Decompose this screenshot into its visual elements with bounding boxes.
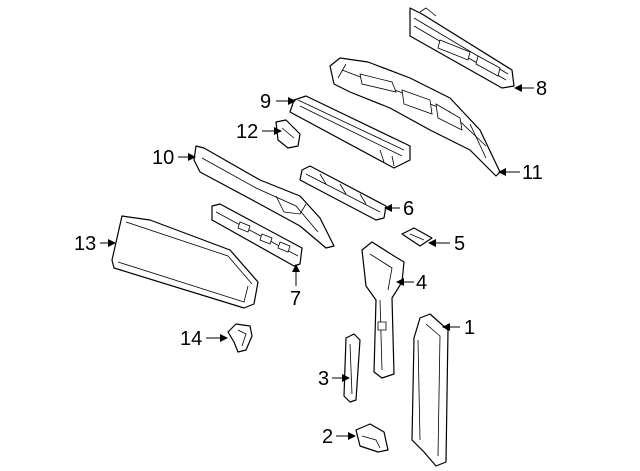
callout-1: 1 xyxy=(464,317,475,339)
callout-3: 3 xyxy=(318,368,329,390)
callout-8: 8 xyxy=(536,78,547,100)
part-7-inner-rail xyxy=(211,203,303,267)
part-4-pillar xyxy=(361,241,405,379)
callout-7: 7 xyxy=(290,288,301,310)
part-2-clip xyxy=(355,423,389,453)
callout-14: 14 xyxy=(180,328,202,350)
part-8-rear-panel xyxy=(409,7,515,89)
part-3-strip xyxy=(343,333,361,403)
callout-9: 9 xyxy=(260,91,271,113)
part-11-package-tray xyxy=(329,57,501,177)
callout-12: 12 xyxy=(236,121,258,143)
part-13-side-panel xyxy=(111,215,259,309)
part-6-reinforcement xyxy=(299,165,387,221)
callout-6: 6 xyxy=(403,198,414,220)
part-5-plate xyxy=(401,227,433,247)
part-9-cross-member xyxy=(289,95,411,169)
callout-5: 5 xyxy=(454,233,465,255)
callout-4: 4 xyxy=(416,272,427,294)
callout-11: 11 xyxy=(522,162,543,184)
callout-2: 2 xyxy=(322,426,333,448)
callout-leaders xyxy=(100,84,534,440)
callout-10: 10 xyxy=(152,147,174,169)
part-1-trim-panel xyxy=(411,313,449,467)
callout-13: 13 xyxy=(74,233,96,255)
part-10-side-rail xyxy=(193,145,335,249)
part-14-bracket xyxy=(227,323,253,353)
part-12-bracket xyxy=(275,119,301,149)
callout-labels: 1 2 3 4 5 6 7 8 9 10 11 12 13 14 xyxy=(74,78,547,448)
